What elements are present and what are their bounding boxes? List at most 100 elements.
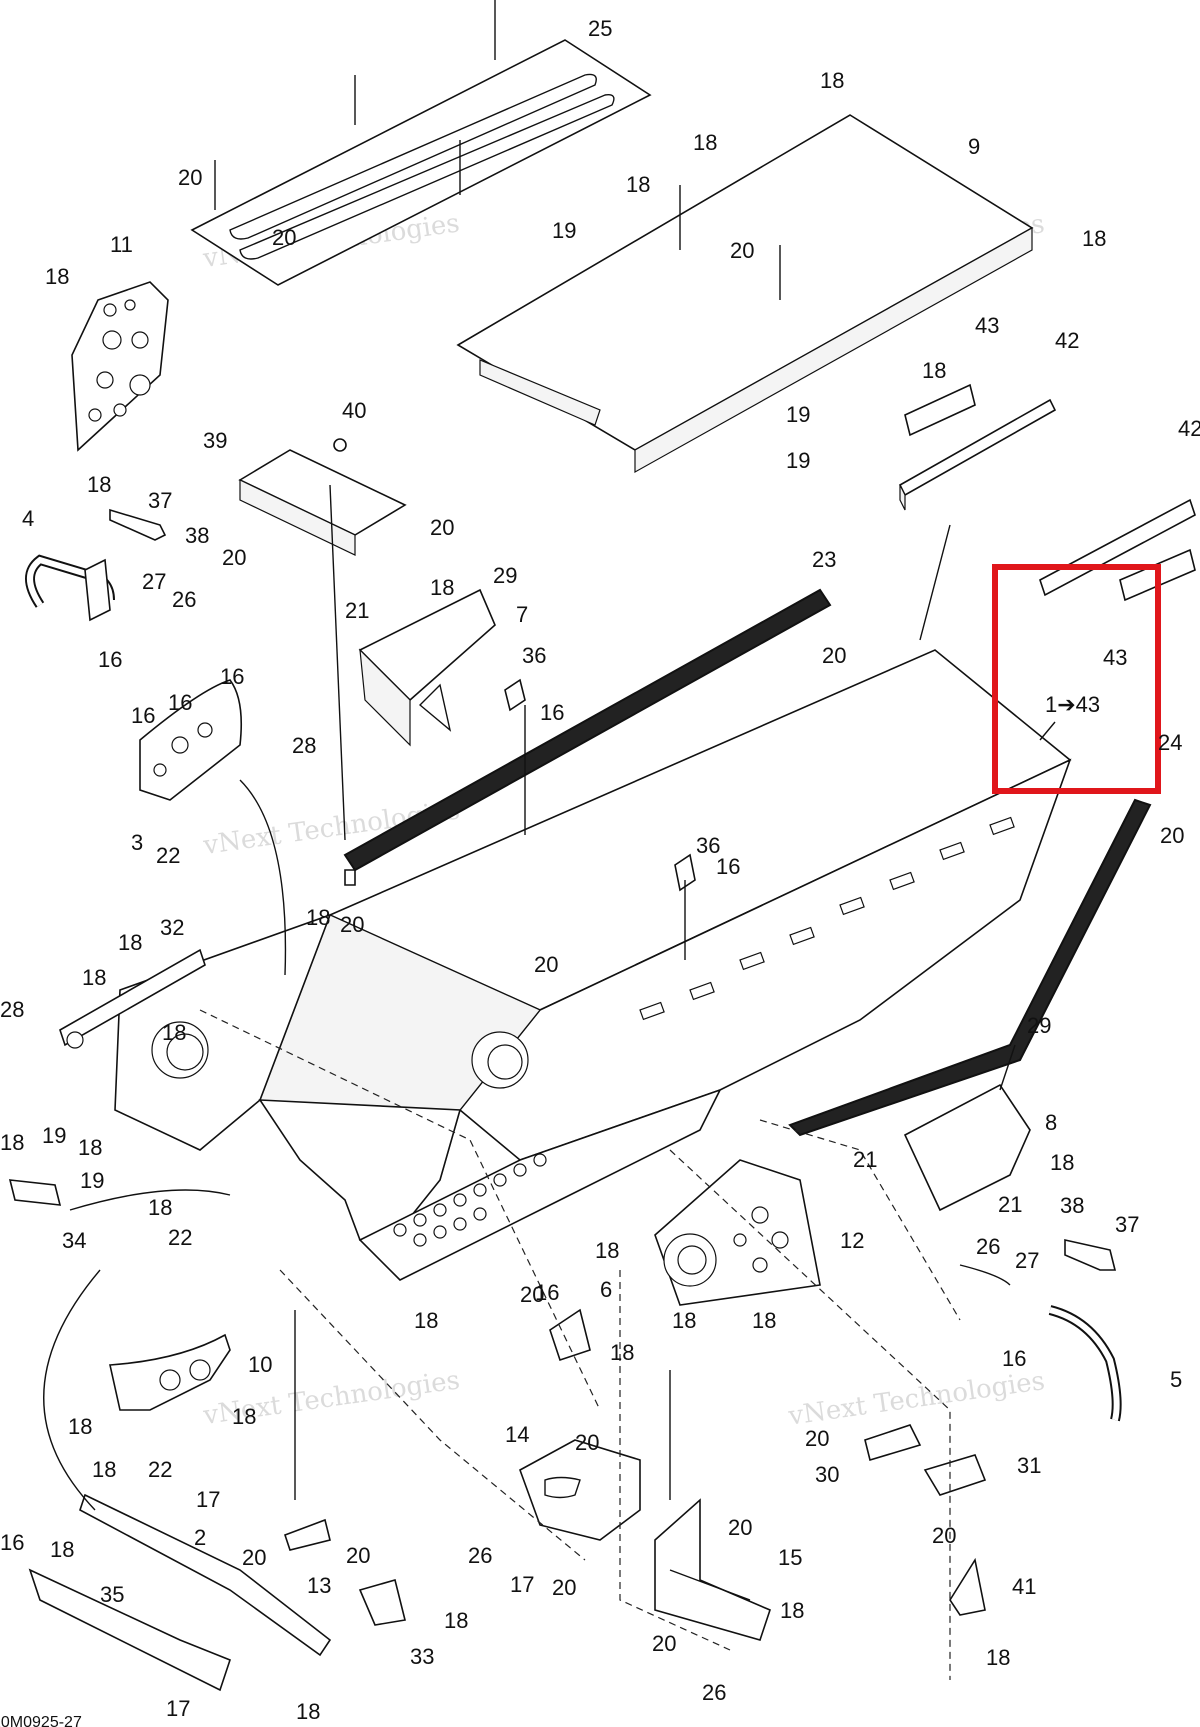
callout-label: 12 xyxy=(840,1228,864,1253)
callout-label: 18 xyxy=(626,172,650,197)
callout-label: 20 xyxy=(805,1426,829,1451)
callout-label: 7 xyxy=(516,602,528,627)
callout-label: 22 xyxy=(168,1225,192,1250)
callout-label: 18 xyxy=(430,575,454,600)
callout-label: 18 xyxy=(610,1340,634,1365)
part-15-bracket xyxy=(654,1498,771,1641)
callout-label: 20 xyxy=(340,912,364,937)
callout-label: 22 xyxy=(148,1457,172,1482)
callout-label: 37 xyxy=(1115,1212,1139,1237)
main-chassis-tunnel xyxy=(114,649,1072,1281)
part-7-support xyxy=(358,588,496,747)
part-4-handle-left xyxy=(25,554,115,622)
callout-label: 18 xyxy=(0,1130,24,1155)
callout-label: 19 xyxy=(552,218,576,243)
callout-label: 38 xyxy=(1060,1193,1084,1218)
callout-label: 27 xyxy=(1015,1248,1039,1273)
callout-label: 26 xyxy=(468,1543,492,1568)
callout-label: 18 xyxy=(820,68,844,93)
callout-label: 18 xyxy=(45,264,69,289)
figure-code: 20M0925-27 xyxy=(0,1714,82,1727)
part-9-large-plate xyxy=(456,114,1034,474)
callout-label: 20 xyxy=(430,515,454,540)
callout-label: 6 xyxy=(600,1277,612,1302)
callout-label: 18 xyxy=(693,130,717,155)
highlight-label-range: 1➔43 xyxy=(1045,692,1100,717)
callout-label: 3 xyxy=(131,830,143,855)
callout-label: 11 xyxy=(110,232,133,257)
callout-label: 20 xyxy=(222,545,246,570)
callout-label: 20 xyxy=(346,1543,370,1568)
callout-label: 16 xyxy=(131,703,155,728)
callout-label: 20 xyxy=(575,1430,599,1455)
callout-label: 20 xyxy=(1160,823,1184,848)
callout-label: 22 xyxy=(156,843,180,868)
part-2-35-bottom-strips xyxy=(28,1493,332,1692)
part-3-front-bracket xyxy=(139,679,243,801)
callout-label: 16 xyxy=(98,647,122,672)
callout-label: 29 xyxy=(1027,1013,1051,1038)
callout-label: 18 xyxy=(232,1404,256,1429)
callout-label: 23 xyxy=(812,547,836,572)
callout-label: 19 xyxy=(786,448,810,473)
callout-label: 8 xyxy=(1045,1110,1057,1135)
callout-label: 28 xyxy=(0,997,24,1022)
callout-label: 9 xyxy=(968,134,980,159)
highlight-frame xyxy=(992,564,1161,794)
part-25-top-plate xyxy=(190,0,652,286)
highlight-label-24: 24 xyxy=(1158,730,1182,755)
callout-label: 30 xyxy=(815,1462,839,1487)
callout-label: 18 xyxy=(595,1238,619,1263)
callout-label: 31 xyxy=(1017,1453,1041,1478)
callout-label: 20 xyxy=(552,1575,576,1600)
callout-label: 20 xyxy=(534,952,558,977)
part-39-crossmember xyxy=(238,438,407,556)
callout-label: 20 xyxy=(178,165,202,190)
part-10-lower-bracket xyxy=(109,1333,231,1411)
callout-label: 21 xyxy=(853,1147,877,1172)
callout-label: 18 xyxy=(306,905,330,930)
callout-label: 18 xyxy=(118,930,142,955)
callout-label: 2 xyxy=(194,1525,206,1550)
callout-label: 37 xyxy=(148,488,172,513)
callout-label: 18 xyxy=(68,1414,92,1439)
callout-label: 20 xyxy=(520,1282,544,1307)
part-5-handle-right xyxy=(1048,1305,1122,1422)
callout-label: 20 xyxy=(730,238,754,263)
callout-label: 18 xyxy=(82,965,106,990)
callout-label: 4 xyxy=(22,506,34,531)
part-37-left-strap xyxy=(109,508,167,541)
callout-label: 16 xyxy=(168,690,192,715)
part-14-bracket xyxy=(519,1439,641,1541)
callout-label: 16 xyxy=(220,664,244,689)
callout-label: 18 xyxy=(986,1645,1010,1670)
callout-label: 18 xyxy=(1050,1150,1074,1175)
callout-label: 42 xyxy=(1178,416,1200,441)
callout-label: 19 xyxy=(80,1168,104,1193)
callout-label: 40 xyxy=(342,398,366,423)
highlight-label-43: 43 xyxy=(1103,645,1127,670)
callout-label: 43 xyxy=(975,313,999,338)
callout-label: 20 xyxy=(652,1631,676,1656)
callout-label: 34 xyxy=(62,1228,86,1253)
part-11-bracket xyxy=(71,281,169,452)
callout-label: 27 xyxy=(142,569,166,594)
callout-label: 18 xyxy=(1082,226,1106,251)
callout-label: 36 xyxy=(696,833,720,858)
callout-label: 17 xyxy=(166,1696,190,1721)
callout-label: 18 xyxy=(922,358,946,383)
callout-label: 14 xyxy=(505,1422,529,1447)
callout-label: 36 xyxy=(522,643,546,668)
callout-label: 18 xyxy=(162,1020,186,1045)
callout-label: 25 xyxy=(588,16,612,41)
callout-label: 20 xyxy=(272,225,296,250)
callout-label: 33 xyxy=(410,1644,434,1669)
highlight-box: 43 1➔43 24 xyxy=(992,564,1182,794)
callout-label: 26 xyxy=(702,1680,726,1705)
callout-label: 21 xyxy=(345,598,369,623)
callout-label: 20 xyxy=(242,1545,266,1570)
callout-label: 18 xyxy=(148,1195,172,1220)
part-32-strip xyxy=(59,948,206,1049)
